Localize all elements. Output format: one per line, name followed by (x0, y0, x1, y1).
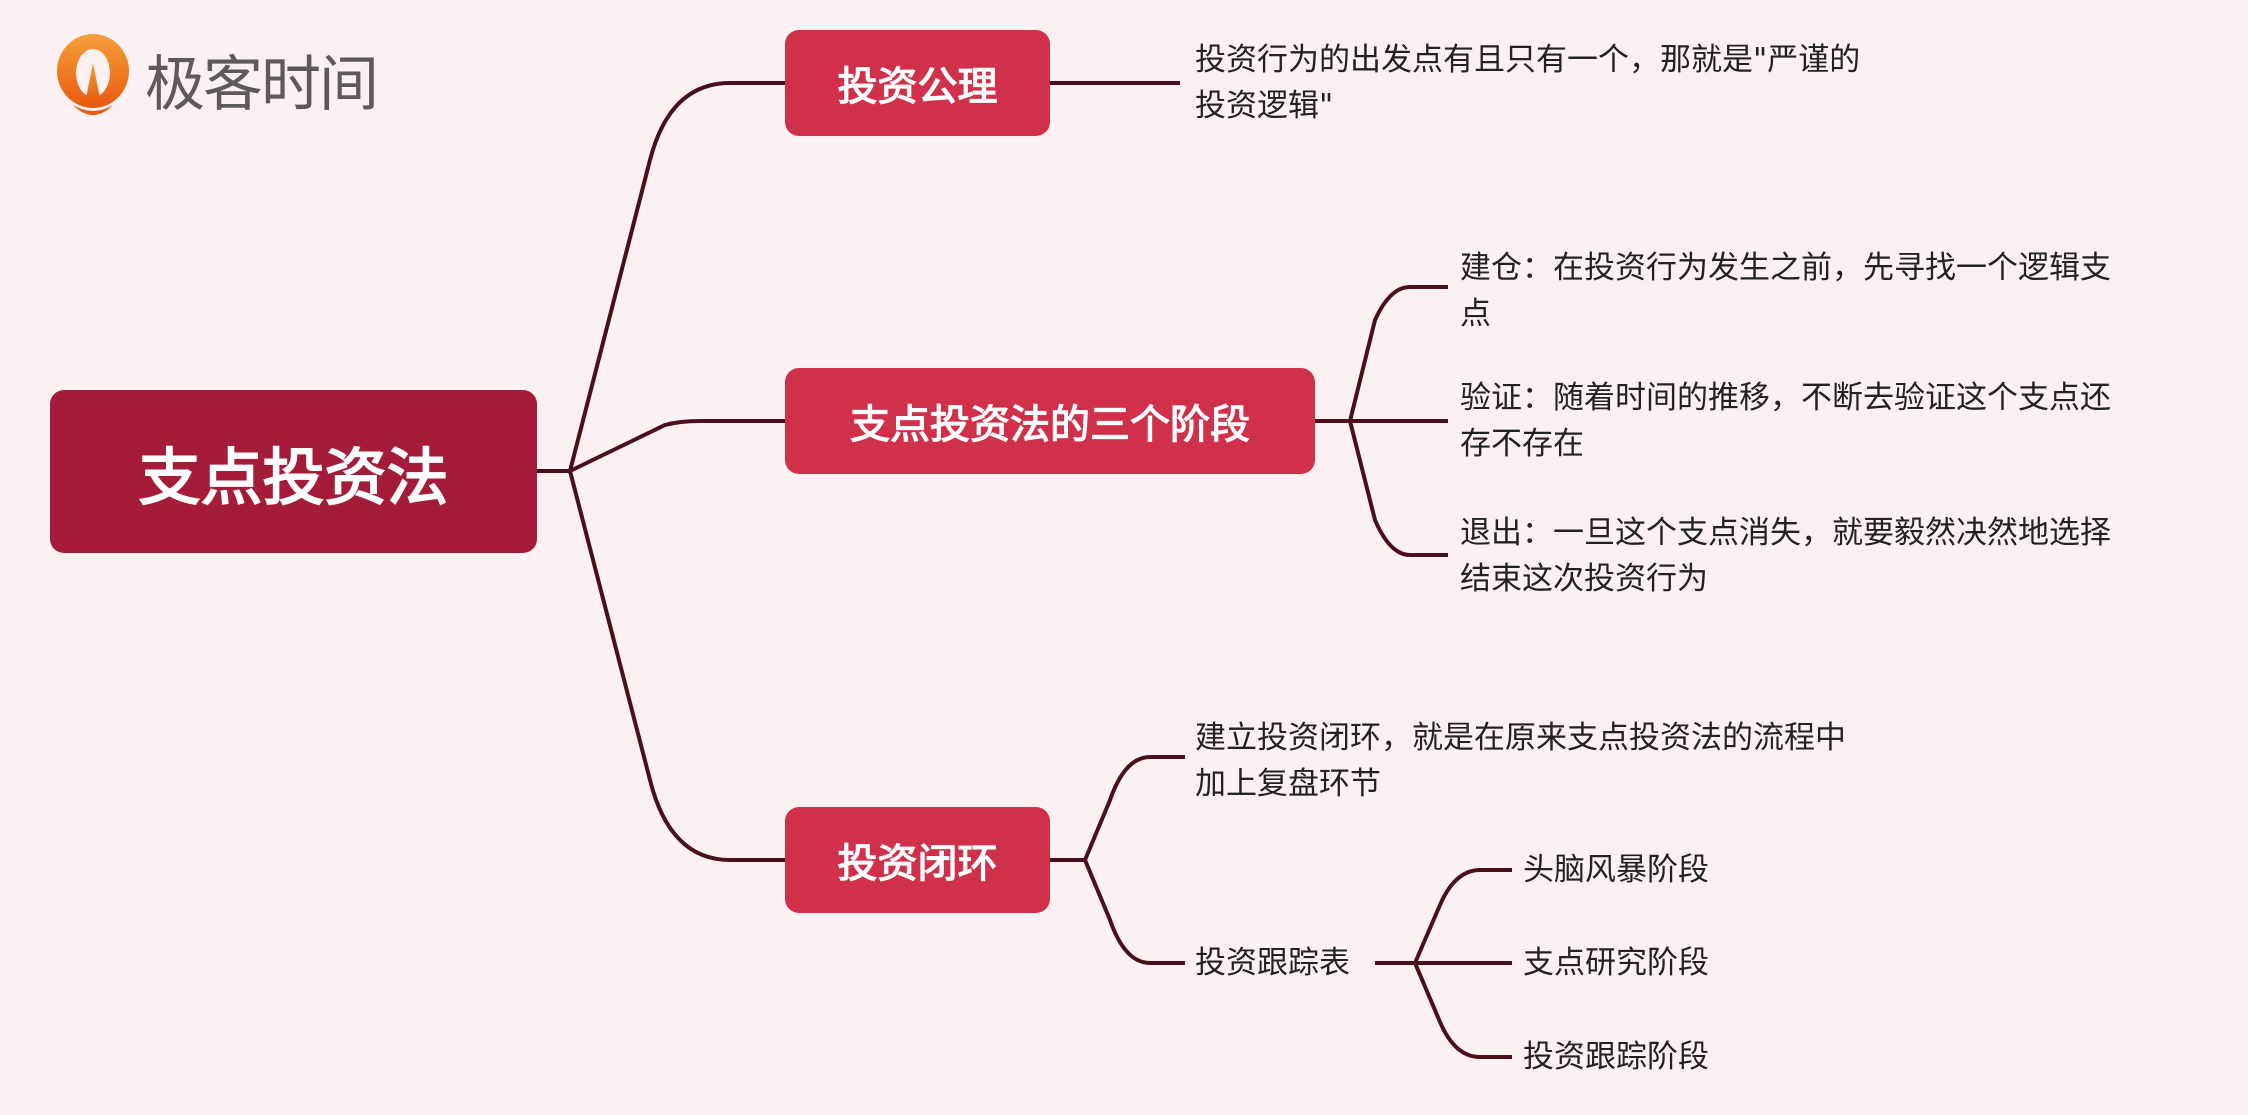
text-line: 投资行为的出发点有且只有一个，那就是"严谨的 (1195, 42, 1861, 78)
connector-branch-1 (568, 81, 785, 472)
tracker-table: 投资跟踪表 (1195, 945, 1350, 981)
tracker-stage-brainstorm: 头脑风暴阶段 (1523, 852, 1709, 888)
text-line: 加上复盘环节 (1195, 766, 1381, 802)
logo-text: 极客时间 (145, 49, 379, 120)
stage-verify: 验证：随着时间的推移，不断去验证这个支点还 存不存在 (1460, 375, 2111, 467)
connector-branch-3 (568, 470, 785, 862)
stage-build: 建仓：在投资行为发生之前，先寻找一个逻辑支 点 (1460, 245, 2111, 337)
loop-description: 建立投资闭环，就是在原来支点投资法的流程中 加上复盘环节 (1195, 715, 1846, 807)
text-line: 验证：随着时间的推移，不断去验证这个支点还 (1460, 380, 2111, 416)
root-node[interactable]: 支点投资法 (50, 390, 537, 553)
node-three-stages[interactable]: 支点投资法的三个阶段 (785, 368, 1315, 474)
logo: 极客时间 (55, 33, 379, 125)
connector-loop-2 (1083, 859, 1185, 965)
text-line: 建仓：在投资行为发生之前，先寻找一个逻辑支 (1460, 250, 2111, 286)
tracker-stage-research: 支点研究阶段 (1523, 945, 1709, 981)
axiom-description: 投资行为的出发点有且只有一个，那就是"严谨的 投资逻辑" (1195, 37, 1860, 129)
text-line: 退出：一旦这个支点消失，就要毅然决然地选择 (1460, 515, 2111, 551)
connector-tracker-3 (1413, 962, 1512, 1059)
logo-icon (57, 34, 129, 115)
stage-exit: 退出：一旦这个支点消失，就要毅然决然地选择 结束这次投资行为 (1460, 510, 2111, 602)
text-line: 点 (1460, 296, 1491, 332)
node-investment-axiom[interactable]: 投资公理 (785, 30, 1050, 136)
connector-branch-2 (569, 419, 785, 473)
text-line: 结束这次投资行为 (1460, 561, 1708, 597)
tracker-stage-tracking: 投资跟踪阶段 (1523, 1039, 1709, 1075)
connector-tracker-1 (1413, 868, 1512, 964)
text-line: 投资逻辑" (1195, 88, 1334, 124)
connector-stage-3 (1348, 420, 1448, 557)
text-line: 建立投资闭环，就是在原来支点投资法的流程中 (1195, 720, 1846, 756)
connector-stage-1 (1348, 285, 1448, 422)
text-line: 存不存在 (1460, 426, 1584, 462)
connector-loop-1 (1083, 755, 1185, 861)
node-investment-loop[interactable]: 投资闭环 (785, 807, 1050, 913)
